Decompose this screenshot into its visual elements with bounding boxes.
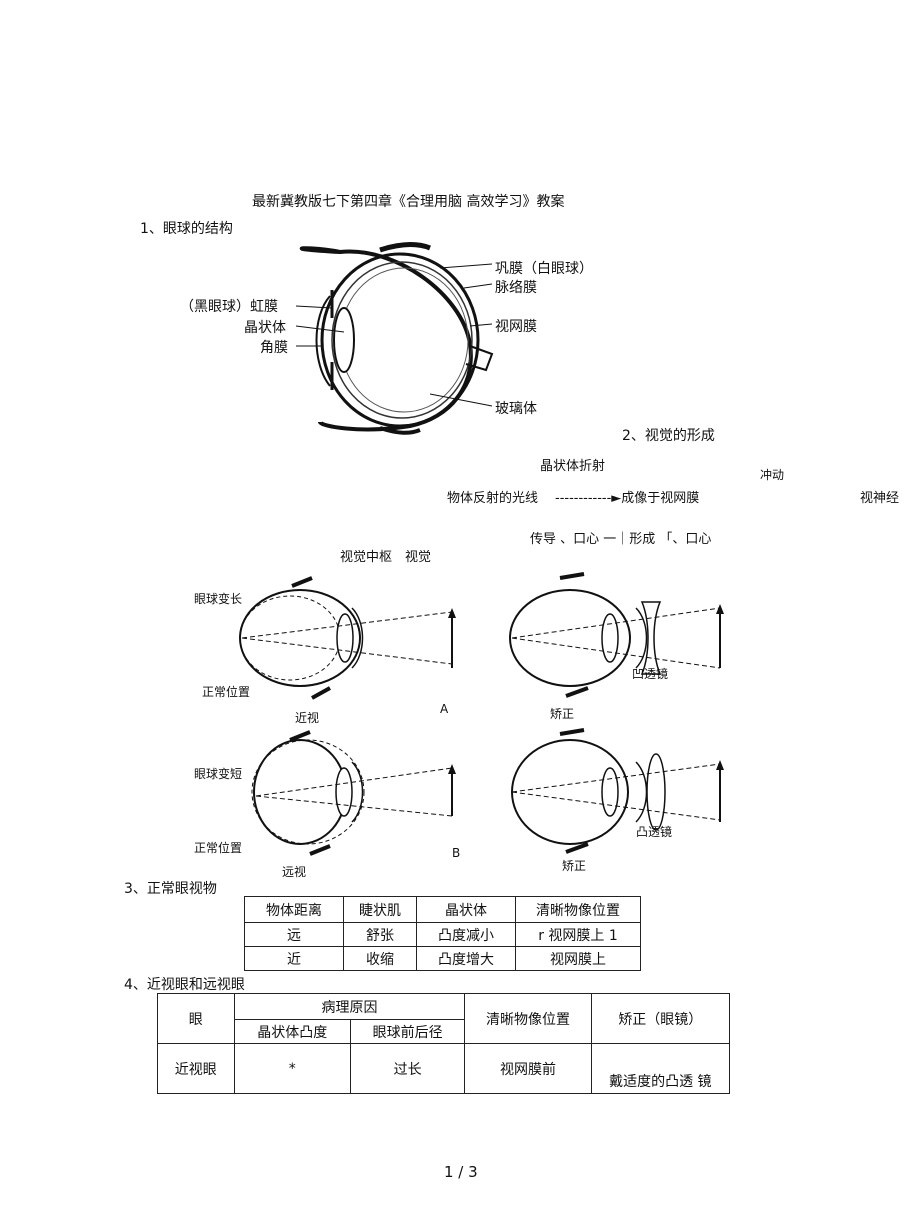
table-cell: 舒张 <box>343 922 417 947</box>
convex-lens-label: 凸透镜 <box>636 825 673 839</box>
table-header: 晶状体凸度 <box>233 1019 351 1044</box>
table-header: 眼 <box>157 993 235 1044</box>
table-header: 矫正（眼镜） <box>590 993 731 1044</box>
myopia-eye-diagram <box>239 576 456 700</box>
table-cell: 过长 <box>349 1043 466 1094</box>
doc-title: 最新冀教版七下第四章《合理用脑 高效学习》教案 <box>252 194 565 210</box>
table-header: 晶状体 <box>416 896 516 923</box>
myopia-tag: A <box>440 702 449 716</box>
table-header: 清晰物像位置 <box>464 993 592 1044</box>
myopia-hyperopia-table: 眼 病理原因 清晰物像位置 矫正（眼镜） 晶状体凸度 眼球前后径 近视眼 * 过… <box>157 993 731 1094</box>
flow-line3: 视觉中枢 视觉 <box>340 550 432 565</box>
hyperopia-corrected-caption: 矫正 <box>562 859 587 873</box>
label-vitreous: 玻璃体 <box>495 401 537 417</box>
table-header: 清晰物像位置 <box>515 896 641 923</box>
vision-defect-figure <box>239 572 724 856</box>
page-number: 1 / 3 <box>444 1163 478 1181</box>
flow-impulse: 冲动 <box>760 468 785 482</box>
myopia-normal-label: 正常位置 <box>202 685 251 699</box>
flow-start: 物体反射的光线 <box>447 491 539 506</box>
table-cell: 近 <box>244 946 344 971</box>
flow-nerve: 视神经 <box>860 491 900 506</box>
hyperopia-eye-diagram <box>251 730 456 856</box>
table-cell: 凸度增大 <box>416 946 516 971</box>
table-header: 眼球前后径 <box>349 1019 466 1044</box>
table-cell: 视网膜前 <box>464 1043 592 1094</box>
hyperopia-normal-label: 正常位置 <box>194 841 243 855</box>
section-2-heading: 2、视觉的形成 <box>622 428 715 444</box>
table-header: 睫状肌 <box>343 896 417 923</box>
label-iris: （黑眼球）虹膜 <box>180 299 278 315</box>
table-cell: 收缩 <box>343 946 417 971</box>
label-sclera: 巩膜（白眼球） <box>495 261 593 277</box>
flow-arrow: ------------►成像于视网膜 <box>555 491 700 506</box>
hyperopia-tag: B <box>452 846 461 860</box>
table-cell: 近视眼 <box>157 1043 235 1094</box>
eyeball-structure-diagram <box>295 242 494 435</box>
normal-vision-table: 物体距离 睫状肌 晶状体 清晰物像位置 远 舒张 凸度减小 r 视网膜上 1 近… <box>244 896 641 971</box>
flow-refraction: 晶状体折射 <box>540 459 606 474</box>
label-choroid: 脉络膜 <box>495 280 537 296</box>
myopia-corrected-caption: 矫正 <box>550 707 575 721</box>
hyperopia-corrected-diagram <box>511 728 724 854</box>
table-cell: 远 <box>244 922 344 947</box>
table-cell: 凸度减小 <box>416 922 516 947</box>
section-4-heading: 4、近视眼和远视眼 <box>124 977 245 993</box>
label-retina: 视网膜 <box>495 319 537 335</box>
table-cell: * <box>233 1043 351 1094</box>
table-header: 物体距离 <box>244 896 344 923</box>
table-cell: r 视网膜上 1 <box>515 922 641 947</box>
flow-line2: 传导 、口心 一｜形成 「、口心 <box>530 532 712 547</box>
label-lens: 晶状体 <box>244 320 286 336</box>
table-cell: 戴适度的凸透 镜 <box>590 1043 731 1094</box>
hyperopia-caption: 远视 <box>282 865 307 879</box>
table-header: 病理原因 <box>233 993 466 1020</box>
section-3-heading: 3、正常眼视物 <box>124 881 217 897</box>
myopia-corrected-diagram <box>509 572 724 698</box>
section-1-heading: 1、眼球的结构 <box>140 221 233 237</box>
table-cell: 视网膜上 <box>515 946 641 971</box>
hyperopia-shortened-label: 眼球变短 <box>194 767 243 781</box>
label-cornea: 角膜 <box>260 340 288 356</box>
myopia-elongated-label: 眼球变长 <box>194 592 243 606</box>
concave-lens-label: 凹透镜 <box>632 667 669 681</box>
myopia-caption: 近视 <box>295 711 320 725</box>
